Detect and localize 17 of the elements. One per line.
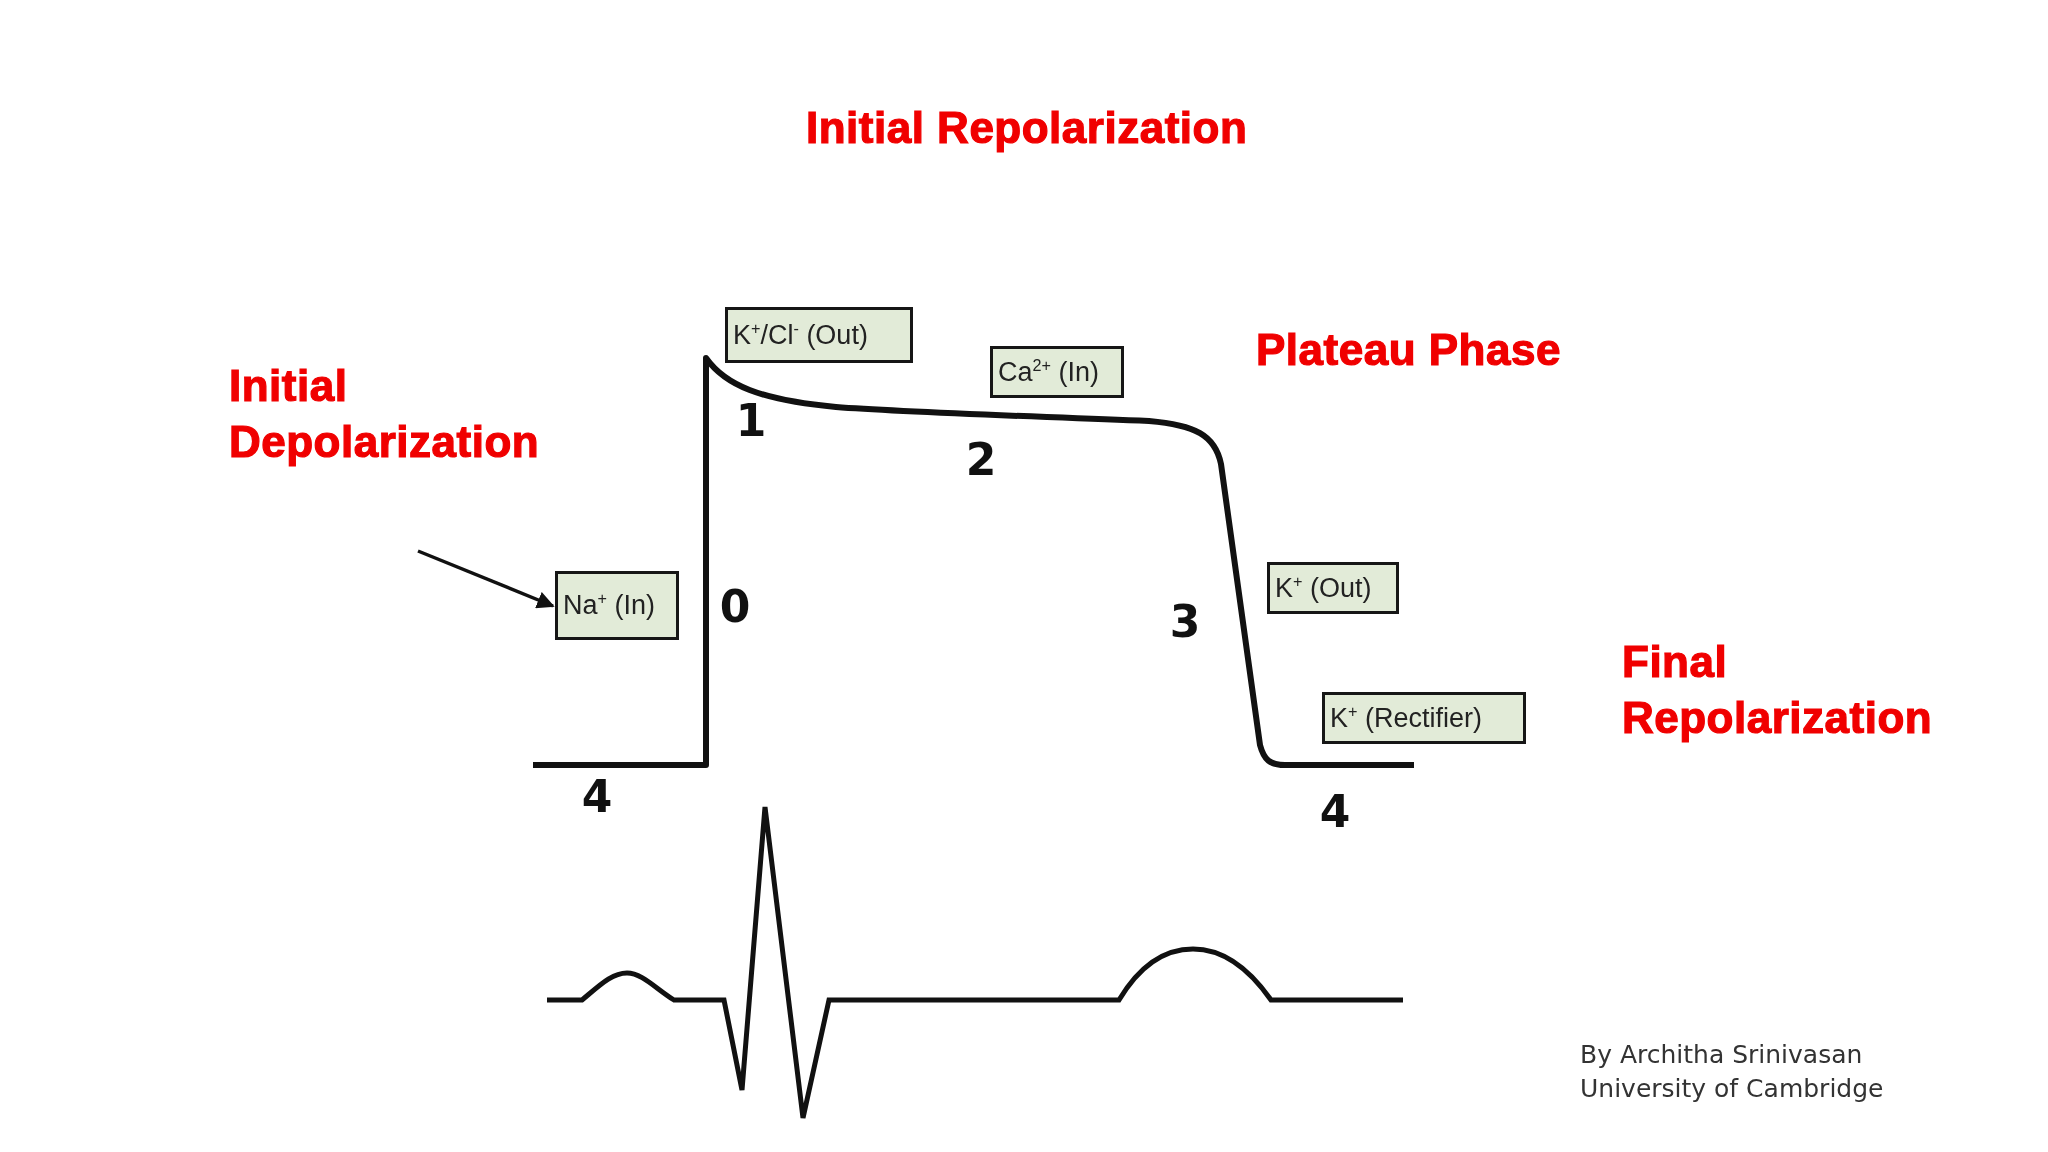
phase-title: Plateau Phase (1256, 324, 1561, 376)
phase-number: 4 (1318, 786, 1352, 838)
arrow (417, 549, 555, 609)
ion-channel-box: Na$^{+}$ (In) (555, 571, 679, 640)
phase-number: 2 (964, 434, 998, 486)
phase-number: 0 (718, 581, 752, 633)
phase-number: 4 (580, 771, 614, 823)
ion-channel-box: K$^{+}$/Cl$^{-}$ (Out) (725, 307, 913, 363)
phase-title: Initial Depolarization (229, 360, 541, 468)
phase-number: 3 (1168, 596, 1202, 648)
ion-channel-box: K$^{+}$ (Out) (1267, 562, 1399, 614)
phase-title: Initial Repolarization (806, 102, 1248, 154)
ion-channel-box: Ca$^{2+}$ (In) (990, 346, 1124, 398)
phase-title: Final Repolarization (1622, 636, 1934, 744)
credit-text: By Architha Srinivasan University of Cambridge (1580, 1039, 1885, 1105)
ion-channel-box: K$^{+}$ (Rectifier) (1322, 692, 1526, 744)
phase-number: 1 (734, 395, 768, 447)
